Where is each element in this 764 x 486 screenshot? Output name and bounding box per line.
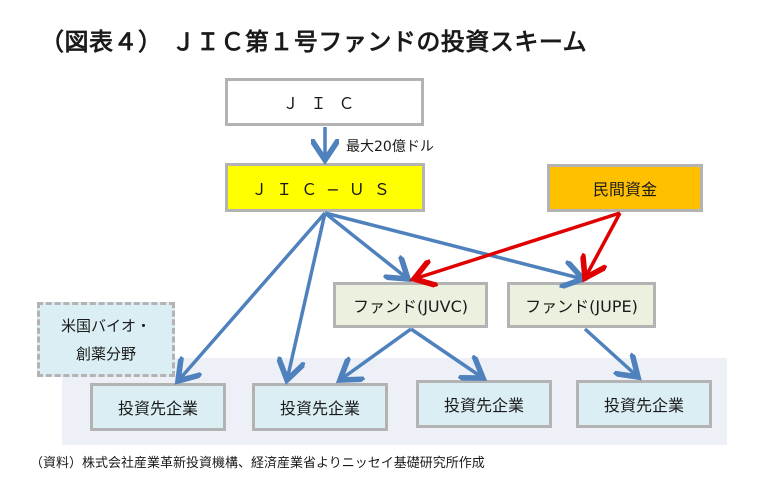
node-company-label: 投資先企業 bbox=[117, 399, 198, 418]
arrow-jicus-to-company-1 bbox=[178, 211, 327, 381]
node-company-4: 投資先企業 bbox=[576, 380, 712, 428]
node-private-funds: 民間資金 bbox=[547, 164, 703, 212]
arrow-jicus-to-company-2 bbox=[287, 212, 327, 380]
node-fund-juvc-label: ファンド(JUVC) bbox=[352, 297, 469, 316]
node-fund-juvc: ファンド(JUVC) bbox=[333, 282, 488, 328]
node-company-1: 投資先企業 bbox=[90, 383, 226, 431]
node-company-label: 投資先企業 bbox=[279, 399, 360, 418]
node-jic-us: ＪＩＣ−ＵＳ bbox=[225, 163, 425, 212]
sector-note-line2: 創薬分野 bbox=[75, 344, 136, 363]
arrow-jicus-to-juvc bbox=[323, 211, 408, 279]
arrow-private-to-jupe bbox=[585, 212, 622, 278]
node-sector-note: 米国バイオ・ 創薬分野 bbox=[37, 302, 175, 377]
figure-title: （図表４） ＪＩＣ第１号ファンドの投資スキーム bbox=[40, 28, 588, 56]
node-company-2: 投資先企業 bbox=[252, 383, 388, 431]
node-company-3: 投資先企業 bbox=[416, 380, 552, 428]
edge-label-amount: 最大20億ドル bbox=[346, 139, 434, 155]
node-fund-jupe-label: ファンド(JUPE) bbox=[525, 297, 638, 316]
node-jic: ＪＩＣ bbox=[225, 78, 424, 126]
arrow-jicus-to-jupe bbox=[324, 211, 583, 279]
source-note: （資料）株式会社産業革新投資機構、経済産業省よりニッセイ基礎研究所作成 bbox=[30, 456, 485, 471]
node-jic-us-label: ＪＩＣ−ＵＳ bbox=[251, 179, 399, 199]
node-company-label: 投資先企業 bbox=[603, 396, 684, 415]
node-company-label: 投資先企業 bbox=[443, 396, 524, 415]
arrow-private-to-juvc bbox=[414, 211, 621, 279]
node-fund-jupe: ファンド(JUPE) bbox=[507, 282, 656, 328]
sector-note-line1: 米国バイオ・ bbox=[60, 316, 151, 335]
node-jic-label: ＪＩＣ bbox=[282, 94, 367, 113]
node-private-funds-label: 民間資金 bbox=[592, 180, 657, 199]
